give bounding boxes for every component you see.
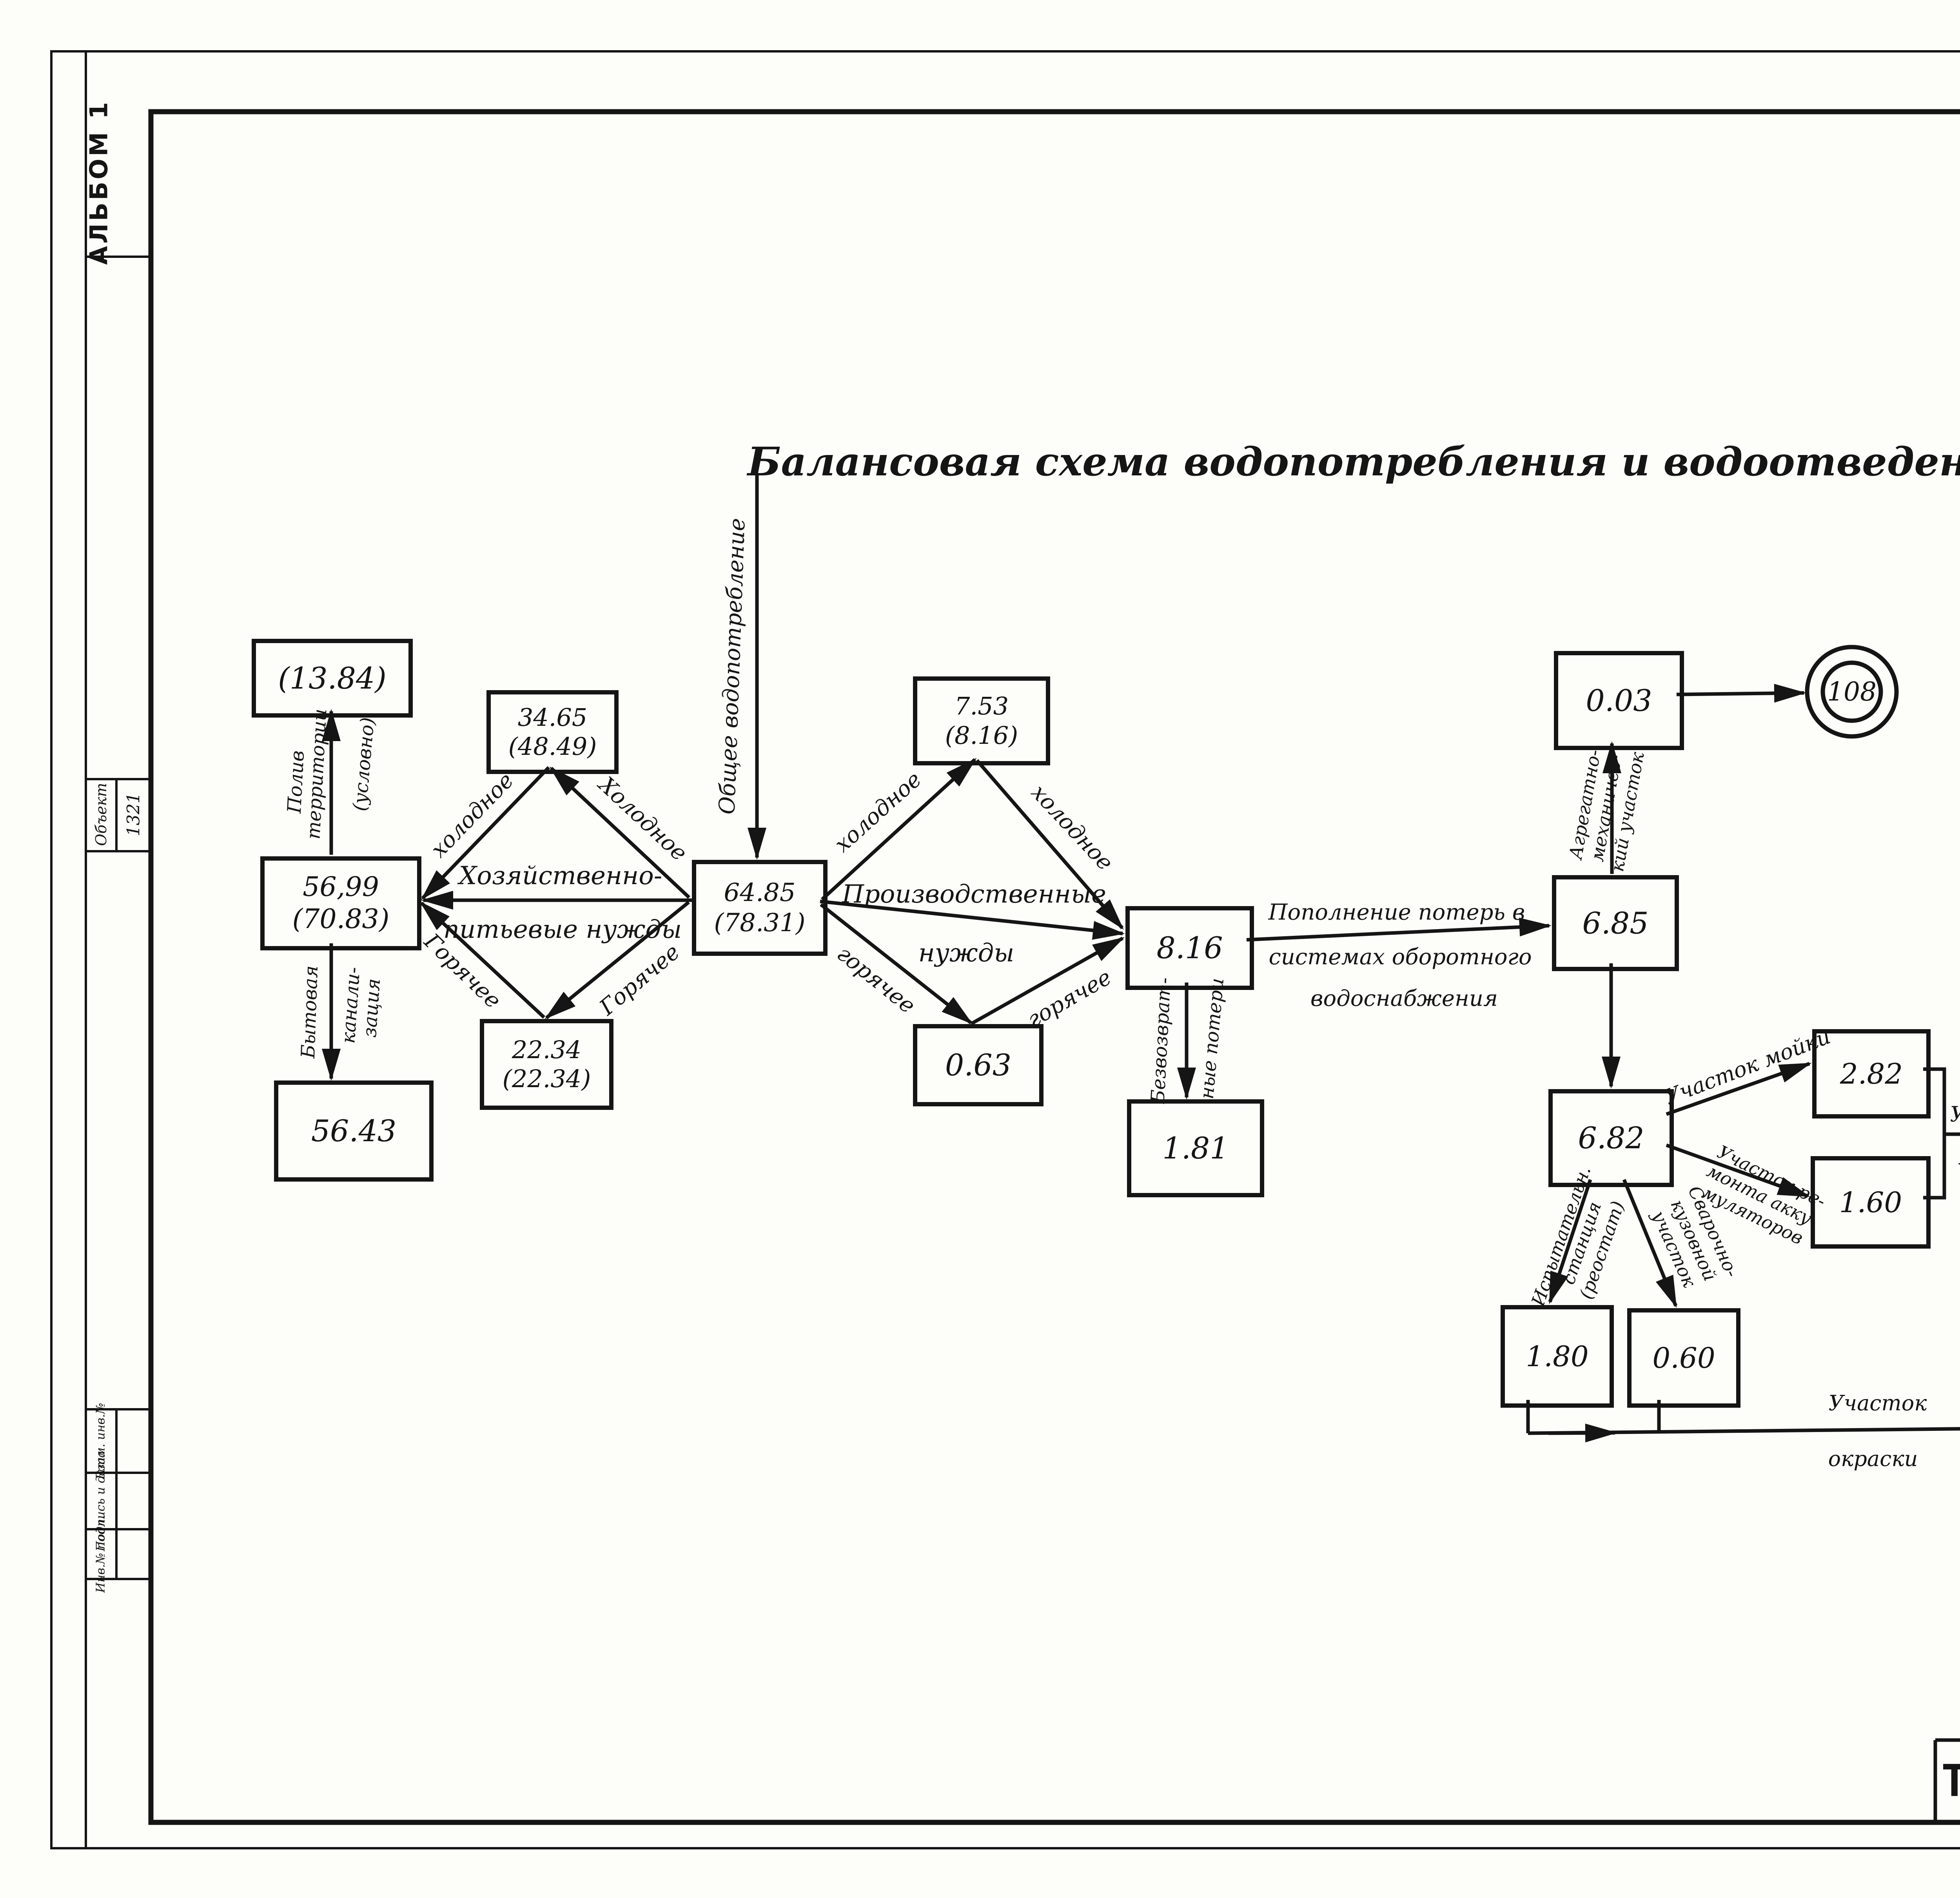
node-6-85: 6.85	[1552, 875, 1679, 971]
node-1-80: 1.80	[1501, 1305, 1614, 1408]
flow-remont	[1666, 1143, 1810, 1198]
d2-edge-bl	[820, 903, 973, 1024]
flow-label-moyka-out-2: мойки	[1958, 1145, 1960, 1169]
node-7-53: 7.53(8.16)	[913, 676, 1050, 765]
flow-svarka	[1622, 1179, 1678, 1308]
object-number: 1321	[123, 792, 144, 836]
diamond-household-line1: Хозяйственно-	[459, 861, 662, 890]
node-0-03: 0.03	[1554, 651, 1684, 750]
node-56-43: 56.43	[274, 1080, 434, 1182]
outer-border	[50, 50, 1960, 1849]
node-0-60: 0.60	[1627, 1308, 1740, 1408]
node-value: 0.03	[1586, 683, 1652, 718]
d2-mid	[820, 899, 1125, 940]
flow-label-moyka-out-1: Участок	[1950, 1102, 1960, 1127]
recycle-circles	[1805, 645, 1899, 739]
node-value: 1.81	[1162, 1131, 1229, 1166]
node-value: 0.60	[1652, 1341, 1715, 1374]
frame	[50, 50, 1960, 1849]
flow-label-okraska-2: окраски	[1828, 1446, 1918, 1471]
node-value: 0.63	[945, 1048, 1012, 1083]
node-value-warm: (22.34)	[502, 1064, 591, 1093]
d2-edge-tr	[975, 759, 1124, 930]
circle-108-outer	[1805, 645, 1899, 739]
flow-label-kanal-2: зация	[358, 977, 385, 1039]
diamond-production-line1: Производственные	[842, 880, 1106, 909]
node-value: 6.82	[1578, 1120, 1644, 1156]
page-title: Балансовая схема водопотребления и водоо…	[748, 439, 1960, 485]
node-1-81: 1.81	[1127, 1099, 1264, 1197]
object-label: Объект	[93, 783, 110, 846]
node-value: 7.53	[954, 692, 1009, 721]
flow-ispyt	[1548, 1179, 1592, 1304]
d1-edge-bl	[419, 901, 546, 1019]
d2-edge-br	[970, 937, 1125, 1025]
d1-edge-tr	[549, 766, 691, 899]
circle-108-inner	[1820, 660, 1883, 723]
node-value: 1.60	[1839, 1186, 1902, 1219]
node-2-82: 2.82	[1812, 1029, 1931, 1118]
node-value: (13.84)	[278, 660, 387, 696]
node-value: 34.65	[517, 703, 588, 732]
main-frame	[148, 109, 1960, 1825]
node-value-warm: (8.16)	[945, 721, 1018, 750]
diamond-production-line2: нужды	[918, 939, 1014, 968]
node-56-99: 56,99(70.83)	[260, 856, 421, 950]
node-1-60: 1.60	[1811, 1156, 1931, 1249]
flow-popolnenie	[1246, 917, 1552, 942]
node-value: 56.43	[311, 1113, 397, 1149]
node-64-85: 64.85(78.31)	[692, 860, 828, 956]
node-value-warm: (48.49)	[508, 732, 597, 761]
diamond-household-line2: питьевые нужды	[443, 915, 682, 944]
flow-moyka	[1666, 1062, 1812, 1116]
album-label: АЛЬБОМ 1	[84, 100, 113, 265]
node-value: 2.82	[1840, 1057, 1903, 1090]
flow-label-popoln-2: системах оборотного	[1269, 944, 1532, 970]
node-13-84: (13.84)	[252, 639, 413, 718]
title-block-grid	[1933, 1738, 1960, 1822]
node-34-65: 34.65(48.49)	[486, 690, 619, 774]
node-value: 6.85	[1582, 905, 1649, 941]
flow-okraska	[1528, 1427, 1960, 1435]
flow-to-108	[1676, 683, 1806, 703]
node-22-34: 22.34(22.34)	[480, 1019, 613, 1110]
node-value: 22.34	[512, 1035, 582, 1064]
node-value: 8.16	[1156, 930, 1223, 966]
connectors	[322, 473, 1960, 1443]
flow-label-bytovaya: Бытовая	[297, 965, 323, 1059]
node-value: 56,99	[303, 872, 379, 903]
flow-label-okraska-1: Участок	[1828, 1390, 1927, 1416]
d1-edge-br	[544, 901, 690, 1019]
node-0-63: 0.63	[913, 1024, 1044, 1106]
d1-edge-tl	[421, 766, 550, 900]
node-value-warm: (70.83)	[292, 904, 390, 935]
flow-label-popoln-1: Пополнение потерь в	[1268, 899, 1525, 925]
flow-label-popoln-3: водоснабжения	[1310, 986, 1498, 1012]
node-value: 64.85	[724, 878, 796, 907]
titleblock-doc-number: ТП503-04-58С.88 ПЗ	[1941, 1756, 1960, 1807]
stamp-inv-label: Инв.№ подл.	[94, 1516, 108, 1593]
node-8-16: 8.16	[1125, 906, 1254, 990]
recycle-value-108: 108	[1827, 676, 1877, 707]
node-value-warm: (78.31)	[714, 908, 806, 937]
node-6-82: 6.82	[1548, 1089, 1674, 1187]
d2-edge-tl	[820, 758, 977, 901]
node-value: 1.80	[1526, 1340, 1589, 1373]
